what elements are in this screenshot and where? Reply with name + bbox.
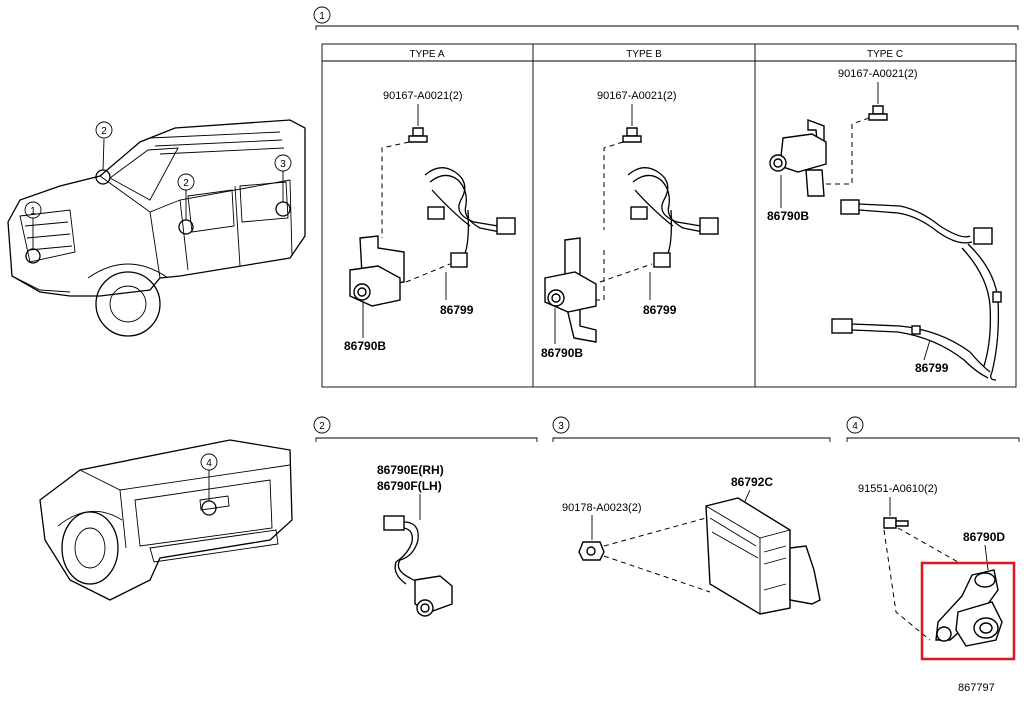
screw-label: 91551-A0610(2) xyxy=(858,483,938,495)
rear-camera-label: 86790D xyxy=(963,530,1005,544)
bolt-icon xyxy=(408,127,428,143)
side-camera xyxy=(383,515,453,617)
type-a-parts: 90167-A0021(2) 86799 86790B xyxy=(344,90,516,353)
section-2-parts: 86790E(RH) 86790F(LH) xyxy=(377,463,453,617)
truck-front-illustration xyxy=(7,119,306,337)
screw-icon xyxy=(883,517,909,529)
svg-text:3: 3 xyxy=(558,421,564,432)
type-b-parts: 90167-A0021(2) 86799 86790B xyxy=(541,90,719,360)
type-b-camera xyxy=(544,237,597,343)
type-a-camera-label: 86790B xyxy=(344,339,386,353)
svg-text:4: 4 xyxy=(852,421,858,432)
bolt-icon xyxy=(622,127,642,143)
svg-text:1: 1 xyxy=(319,11,325,22)
truck-callout-4: 4 xyxy=(200,453,218,471)
type-a-bolt-label: 90167-A0021(2) xyxy=(383,90,463,102)
section-3-parts: 90178-A0023(2) 86792C xyxy=(562,475,821,615)
type-c-bolt-label: 90167-A0021(2) xyxy=(838,68,918,80)
svg-text:2: 2 xyxy=(319,421,325,432)
figure-code: 867797 xyxy=(958,682,995,694)
section-1-header: 1 xyxy=(313,6,1019,30)
side-camera-rh-label: 86790E(RH) xyxy=(377,463,444,477)
nut-icon xyxy=(578,541,605,561)
nut-label: 90178-A0023(2) xyxy=(562,502,642,514)
section-4-parts: 91551-A0610(2) 86790D xyxy=(858,483,1016,661)
type-b-harness xyxy=(627,167,719,268)
type-c-harness-label: 86799 xyxy=(915,361,949,375)
ecu-label: 86792C xyxy=(731,475,773,489)
truck-callout-1: 1 xyxy=(24,201,42,219)
svg-text:2: 2 xyxy=(183,178,189,189)
svg-text:2: 2 xyxy=(101,126,107,137)
rear-camera xyxy=(935,569,1003,647)
section-3-header: 3 xyxy=(552,416,831,442)
truck-rear-illustration xyxy=(39,439,293,601)
svg-text:4: 4 xyxy=(206,458,212,469)
type-a-harness-label: 86799 xyxy=(440,303,474,317)
ecu-module xyxy=(705,497,821,615)
type-c-harness xyxy=(831,199,1002,381)
type-table: TYPE A TYPE B TYPE C xyxy=(321,43,1017,388)
svg-text:1: 1 xyxy=(30,206,36,217)
bolt-icon xyxy=(868,105,888,121)
truck-callout-2-roof: 2 xyxy=(95,121,113,139)
type-a-header: TYPE A xyxy=(409,49,444,60)
svg-text:3: 3 xyxy=(280,159,286,170)
type-a-harness xyxy=(424,167,516,268)
type-b-header: TYPE B xyxy=(626,49,662,60)
section-4-header: 4 xyxy=(846,416,1020,442)
side-camera-lh-label: 86790F(LH) xyxy=(377,479,442,493)
type-c-camera xyxy=(769,118,827,197)
type-c-camera-label: 86790B xyxy=(767,209,809,223)
type-b-bolt-label: 90167-A0021(2) xyxy=(597,90,677,102)
type-c-header: TYPE C xyxy=(867,49,903,60)
type-b-camera-label: 86790B xyxy=(541,346,583,360)
type-a-camera xyxy=(349,235,405,307)
section-2-header: 2 xyxy=(313,416,538,442)
type-c-parts: 90167-A0021(2) 86790B xyxy=(767,68,1002,381)
truck-callout-2-mirror: 2 xyxy=(177,173,195,191)
truck-callout-3: 3 xyxy=(274,154,292,172)
type-b-harness-label: 86799 xyxy=(643,303,677,317)
highlight-box xyxy=(920,561,1016,661)
